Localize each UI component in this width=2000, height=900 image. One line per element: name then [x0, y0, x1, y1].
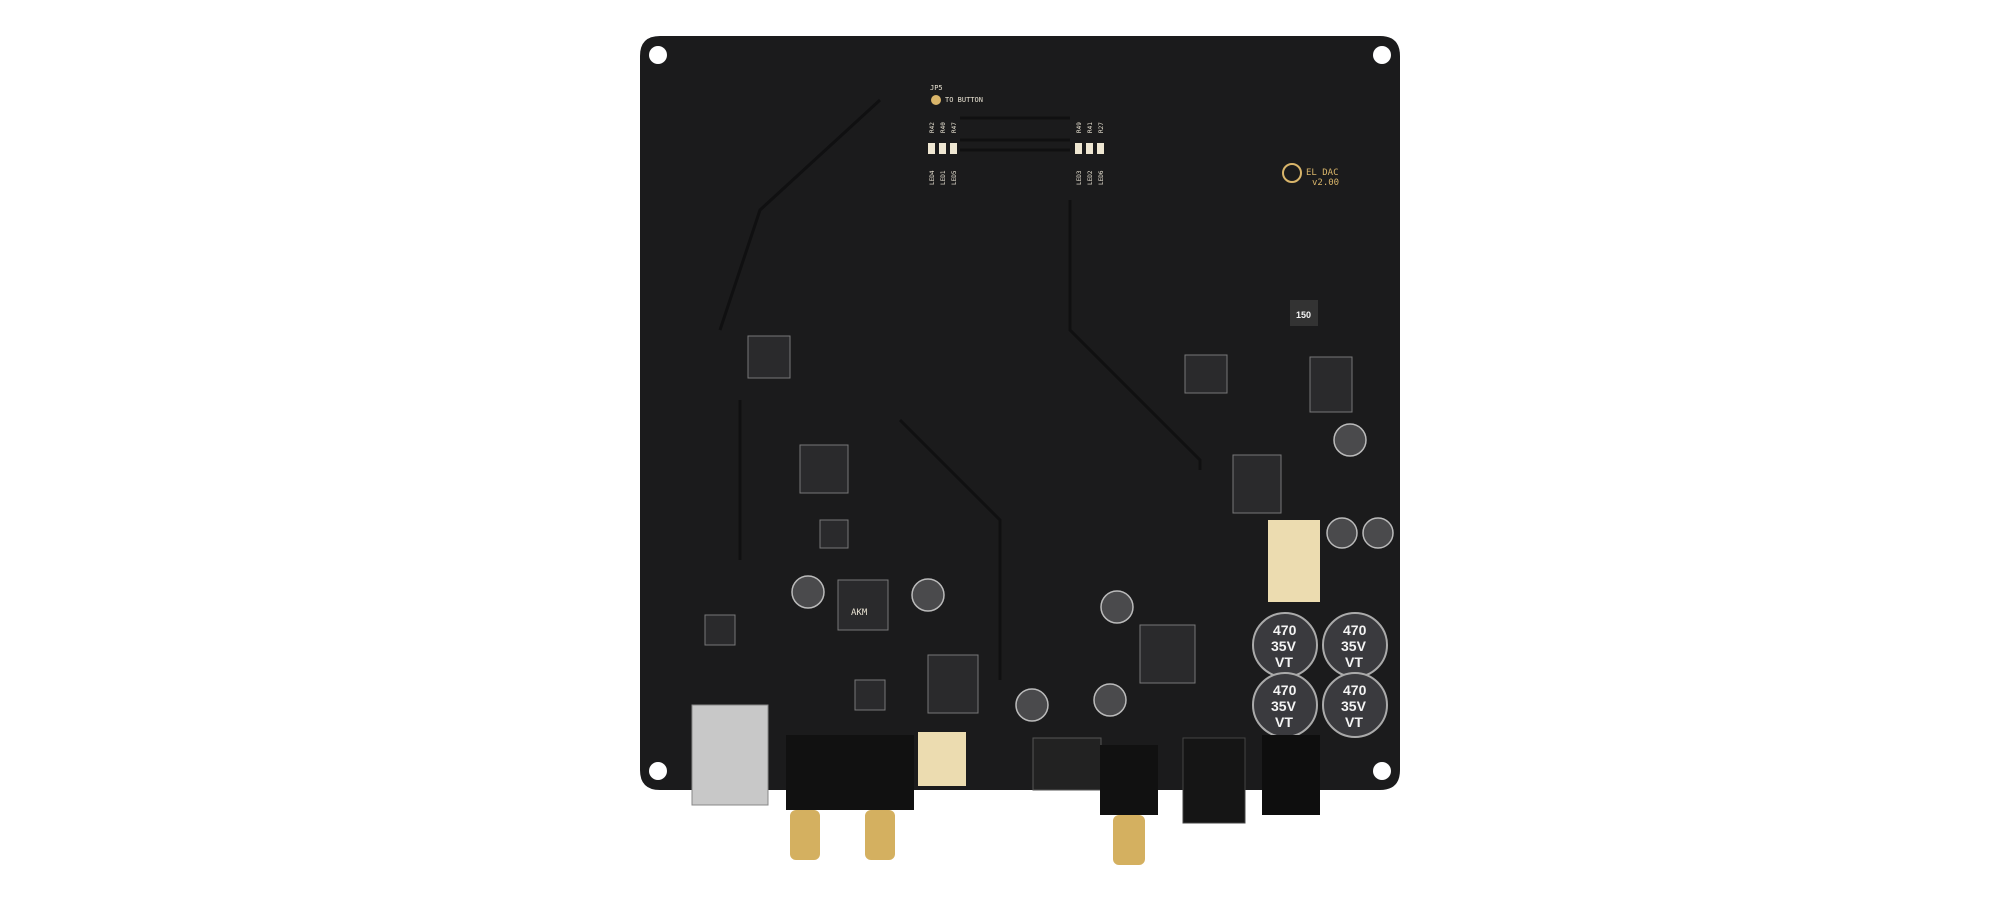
dc-power-jack [1262, 735, 1320, 815]
small-capacitors [791, 423, 1394, 722]
cap-label: 470 [1343, 622, 1367, 638]
pcb-traces [718, 98, 1202, 680]
inductor [1290, 300, 1318, 326]
jumper-label: JP5 [930, 84, 943, 92]
inductor-label: 150 [1296, 310, 1311, 320]
optical-connector [1182, 737, 1246, 824]
usb-b-connector [691, 704, 769, 806]
cap-label: VT [1275, 714, 1293, 730]
rca-jack-left [790, 810, 820, 860]
resistor-label: R40 [940, 122, 947, 133]
led-group-left: LED4 LED1 LED5 R42 R40 R47 [928, 122, 958, 185]
led-label: LED6 [1098, 170, 1105, 185]
led-label: LED4 [929, 170, 936, 185]
rca-jack-housing [786, 735, 914, 810]
rca-jack-right [865, 810, 895, 860]
cap-label: VT [1345, 714, 1363, 730]
coax-jack [1113, 815, 1145, 865]
resistor-label: R42 [929, 122, 936, 133]
cap-label: 470 [1273, 682, 1297, 698]
bulk-capacitors: 470 35V VT 470 35V VT 470 35V VT 470 35V… [1252, 612, 1388, 738]
board-name-label: EL DAC [1306, 168, 1339, 178]
resistor-label: R47 [951, 122, 958, 133]
resistor-label: R49 [1076, 122, 1083, 133]
jumper-note: TO BUTTON [945, 96, 983, 104]
pcb-board [640, 36, 1400, 790]
cap-label: 35V [1341, 638, 1367, 654]
relay [1268, 520, 1320, 602]
relay [918, 732, 966, 786]
cap-label: 470 [1273, 622, 1297, 638]
led-group-right: LED3 LED2 LED6 R49 R41 R27 [1075, 122, 1105, 185]
cap-label: VT [1275, 654, 1293, 670]
board-logo: EL DAC v2.00 [1282, 163, 1339, 188]
cap-label: 35V [1271, 638, 1297, 654]
ic-chips [704, 335, 1353, 714]
cap-label: 470 [1343, 682, 1367, 698]
led-label: LED5 [951, 170, 958, 185]
resistor-label: R27 [1098, 122, 1105, 133]
cap-label: 35V [1341, 698, 1367, 714]
led-label: LED1 [940, 170, 947, 185]
transformer [1032, 737, 1102, 791]
chip-brand-label: AKM [851, 608, 868, 618]
cap-label: VT [1345, 654, 1363, 670]
coax-jack-housing [1100, 745, 1158, 815]
cap-label: 35V [1271, 698, 1297, 714]
jumper-pad [931, 95, 941, 105]
led-label: LED2 [1087, 170, 1094, 185]
led-label: LED3 [1076, 170, 1083, 185]
resistor-label: R41 [1087, 122, 1094, 133]
board-version-label: v2.00 [1312, 178, 1339, 188]
